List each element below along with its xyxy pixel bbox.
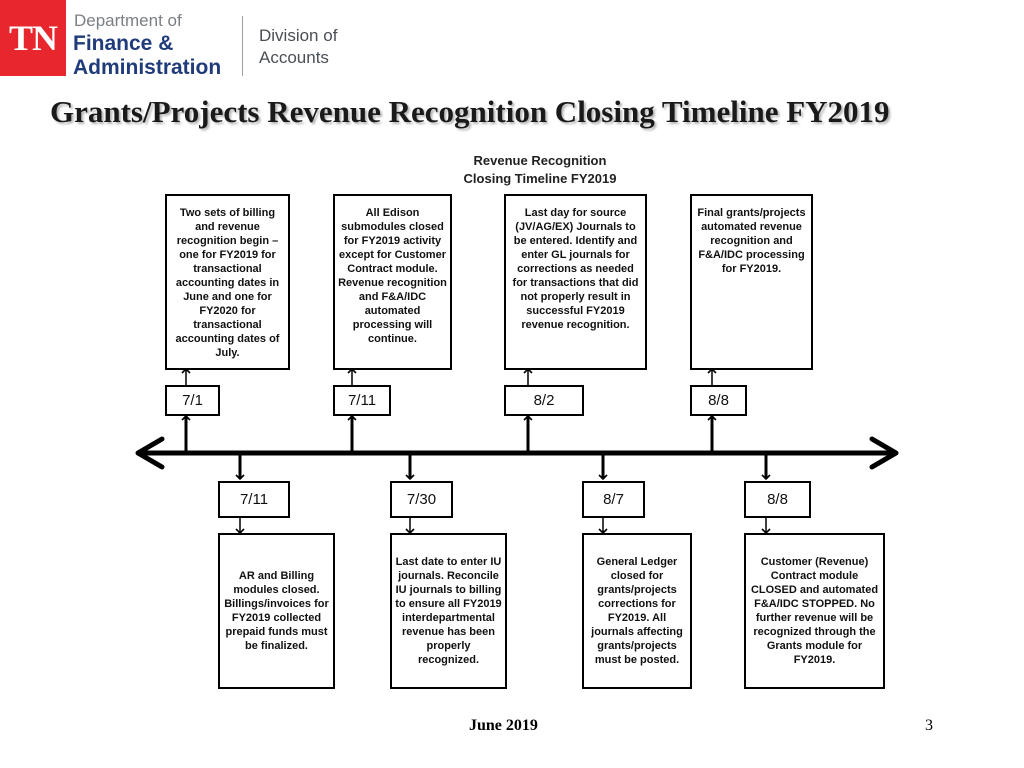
date-box-below-1: 7/30 xyxy=(390,481,453,518)
event-box-below-0: AR and Billing modules closed. Billings/… xyxy=(218,533,335,689)
slide-title: Grants/Projects Revenue Recognition Clos… xyxy=(50,94,890,129)
logo-accounts-line: Accounts xyxy=(259,48,329,67)
date-box-above-2: 8/2 xyxy=(504,385,584,416)
logo-dept-line: Department of xyxy=(74,11,182,30)
logo-administration-line: Administration xyxy=(73,56,222,79)
event-box-above-0: Two sets of billing and revenue recognit… xyxy=(165,194,290,370)
timeline-left-arrowhead xyxy=(135,436,165,470)
page-number: 3 xyxy=(925,717,933,734)
event-box-below-2: General Ledger closed for grants/project… xyxy=(582,533,692,689)
event-box-above-2: Last day for source (JV/AG/EX) Journals … xyxy=(504,194,647,370)
timeline-right-arrowhead xyxy=(869,436,899,470)
diagram-title-line2: Closing Timeline FY2019 xyxy=(463,171,617,186)
footer-date: June 2019 xyxy=(469,717,538,734)
logo-finance-line: Finance & xyxy=(73,32,174,55)
date-box-below-3: 8/8 xyxy=(744,481,811,518)
event-box-below-3: Customer (Revenue) Contract module CLOSE… xyxy=(744,533,885,689)
above-small-connectors xyxy=(181,367,717,385)
date-box-above-3: 8/8 xyxy=(690,385,747,416)
below-connectors xyxy=(235,455,771,481)
event-box-above-1: All Edison submodules closed for FY2019 … xyxy=(333,194,452,370)
date-box-below-2: 8/7 xyxy=(582,481,645,518)
above-connectors xyxy=(181,414,717,452)
logo-division-line: Division of xyxy=(259,26,338,45)
date-box-above-1: 7/11 xyxy=(333,385,391,416)
diagram-title: Revenue Recognition Closing Timeline FY2… xyxy=(440,152,640,188)
diagram-title-line1: Revenue Recognition xyxy=(473,153,607,168)
date-box-below-0: 7/11 xyxy=(218,481,290,518)
event-box-below-1: Last date to enter IU journals. Reconcil… xyxy=(390,533,507,689)
tn-logo-mark: TN xyxy=(0,0,66,76)
logo-divider xyxy=(242,16,243,76)
department-logo: TN Department of Finance & Administratio… xyxy=(0,0,345,82)
event-box-above-3: Final grants/projects automated revenue … xyxy=(690,194,813,370)
date-box-above-0: 7/1 xyxy=(165,385,220,416)
below-small-connectors xyxy=(235,518,771,535)
